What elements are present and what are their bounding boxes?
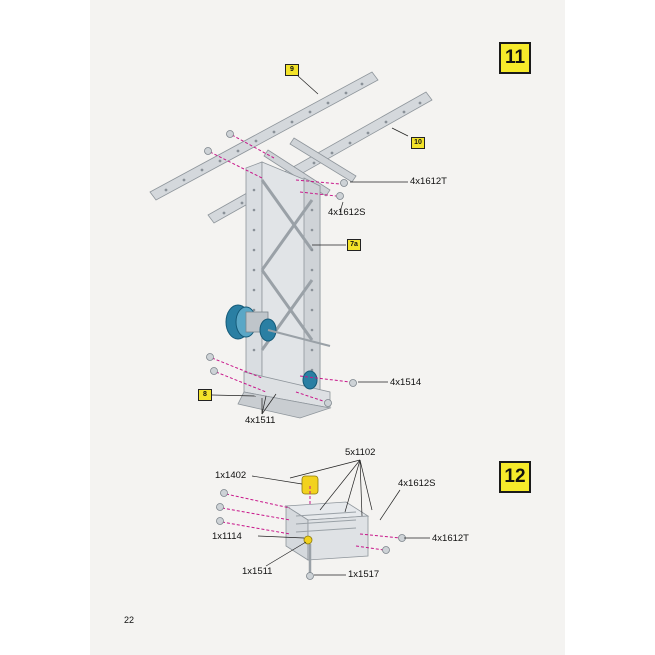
label-1x1114: 1x1114 [212, 531, 242, 542]
step-12-drawing [216, 459, 430, 580]
part-tag-7a: 7a [347, 239, 361, 251]
yellow-hub [301, 475, 319, 506]
label-1x1511: 1x1511 [242, 566, 273, 577]
part-tag-10: 10 [411, 137, 425, 149]
step-11-number: 11 [499, 42, 531, 74]
label-4x1612S-top: 4x1612S [328, 207, 366, 218]
label-4x1612T-top: 4x1612T [410, 176, 447, 187]
part-tag-9: 9 [285, 64, 299, 76]
step-11-drawing [149, 71, 433, 419]
label-1x1517: 1x1517 [348, 569, 380, 580]
label-4x1514: 4x1514 [390, 377, 422, 388]
page-number: 22 [124, 615, 135, 625]
motor-gear [225, 304, 331, 347]
leader-lines-12 [251, 459, 430, 576]
label-4x1511: 4x1511 [245, 415, 276, 426]
base-plate-8 [237, 370, 332, 419]
angle-bracket-block [284, 501, 370, 561]
step-12-number: 12 [499, 461, 531, 493]
label-1x1402: 1x1402 [215, 470, 247, 481]
perforated-strip-9 [149, 71, 379, 201]
assembly-guide-lines-12 [221, 493, 401, 551]
label-4x1612S-12: 4x1612S [398, 478, 436, 489]
bolts-11 [204, 130, 357, 407]
assembly-guide-lines [209, 134, 351, 403]
tower-assembly-7a [245, 161, 321, 397]
part-tag-8: 8 [198, 389, 212, 401]
bolts-12 [216, 489, 406, 554]
leader-lines-11 [211, 75, 409, 415]
label-5x1102: 5x1102 [345, 447, 376, 458]
label-4x1612T-12: 4x1612T [432, 533, 469, 544]
